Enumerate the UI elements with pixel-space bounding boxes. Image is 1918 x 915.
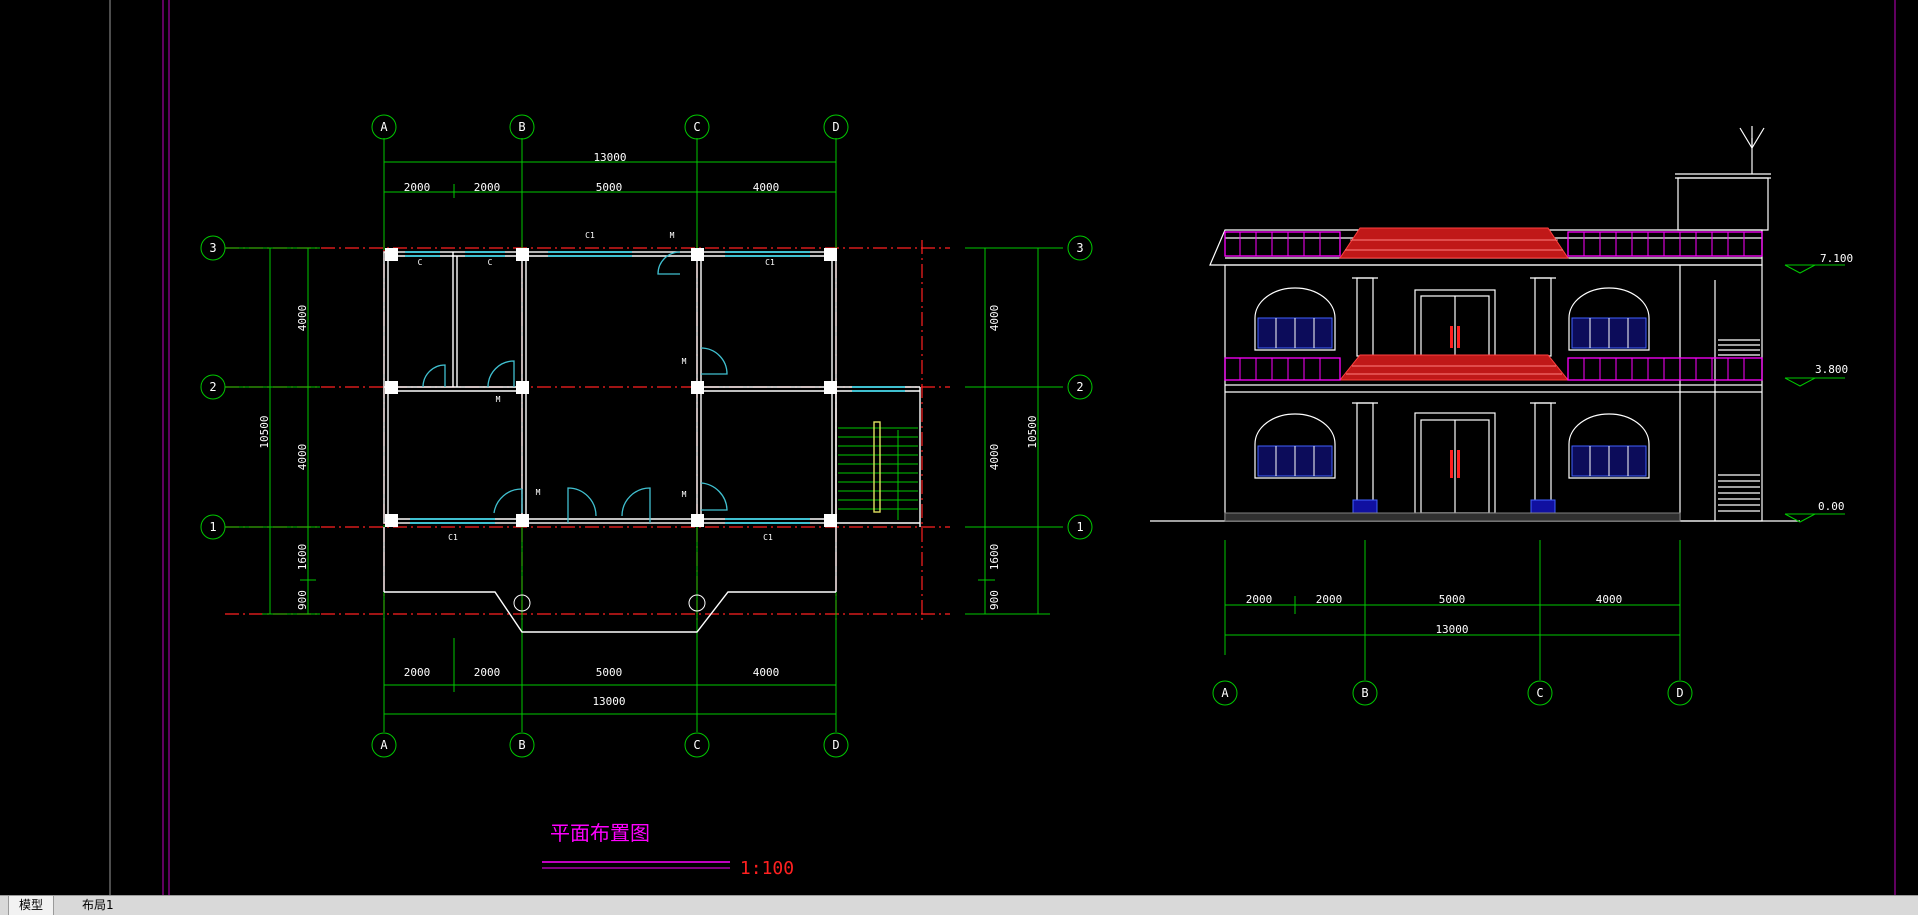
grid-label: D [832, 120, 839, 134]
plan-left-dim-4: 900 [296, 590, 309, 610]
plan-left-dim-3: 1600 [296, 544, 309, 571]
window-tag: C [488, 258, 493, 267]
grid-label: 2 [1076, 380, 1083, 394]
plan-bottom-dim-3: 5000 [596, 666, 623, 679]
grid-label: C [693, 120, 700, 134]
door-tag: M [682, 357, 687, 366]
plan-bottom-dim-2: 2000 [474, 666, 501, 679]
plan-top-total: 13000 [593, 151, 626, 164]
door-tag: M [682, 490, 687, 499]
plan-left-dim-1: 4000 [296, 305, 309, 332]
plan-left-total: 10500 [258, 415, 271, 448]
plan-doors [422, 251, 728, 523]
plan-top-dim-1: 2000 [404, 181, 431, 194]
plan-right-dim-1: 4000 [988, 305, 1001, 332]
grid-label: A [380, 738, 388, 752]
grid-label: B [518, 120, 525, 134]
door-tag: M [536, 488, 541, 497]
grid-label: C [1536, 686, 1543, 700]
level-label: 3.800 [1815, 363, 1848, 376]
plan-right-total: 10500 [1026, 415, 1039, 448]
grid-label: 2 [209, 380, 216, 394]
grid-label: 1 [1076, 520, 1083, 534]
floor-plan: 13000 2000 2000 5000 4000 2000 2000 5000… [200, 114, 1093, 879]
plan-axis-lines [225, 240, 950, 620]
plan-windows [405, 251, 905, 524]
plan-bottom-dim-4: 4000 [753, 666, 780, 679]
door-tag: M [670, 231, 675, 240]
plan-left-dim-2: 4000 [296, 444, 309, 471]
porch-columns [513, 594, 706, 612]
plan-bottom-dim-1: 2000 [404, 666, 431, 679]
window-tag: C1 [765, 258, 775, 267]
elev-dim-1: 2000 [1246, 593, 1273, 606]
plan-columns [385, 248, 837, 527]
window-tag: C1 [585, 231, 595, 240]
grid-label: D [832, 738, 839, 752]
elev-dim-4: 4000 [1596, 593, 1623, 606]
grid-label: A [1221, 686, 1229, 700]
drawing-title: 平面布置图 [550, 821, 650, 845]
grid-label: B [1361, 686, 1368, 700]
grid-label: 1 [209, 520, 216, 534]
grid-label: 3 [209, 241, 216, 255]
plan-bottom-total: 13000 [592, 695, 625, 708]
plan-right-dim-3: 1600 [988, 544, 1001, 571]
level-label: 7.100 [1820, 252, 1853, 265]
plan-right-dim-4: 900 [988, 590, 1001, 610]
grid-label: B [518, 738, 525, 752]
level-label: 0.00 [1818, 500, 1845, 513]
grid-label: A [380, 120, 388, 134]
plan-top-dim-4: 4000 [753, 181, 780, 194]
tab-layout1[interactable]: 布局1 [82, 898, 114, 912]
drawing-canvas[interactable]: 13000 2000 2000 5000 4000 2000 2000 5000… [0, 0, 1918, 895]
window-tag: C1 [448, 533, 458, 542]
plan-walls [383, 251, 921, 633]
drawing-scale: 1:100 [740, 858, 794, 879]
plan-grid-lines [225, 138, 1063, 732]
drawing-frame [109, 0, 1896, 895]
stair-handrail [873, 421, 881, 513]
front-elevation: 7.100 3.800 0.00 2000 2000 5000 4000 130… [1150, 126, 1853, 706]
elev-dim-2: 2000 [1316, 593, 1343, 606]
grid-label: C [693, 738, 700, 752]
grid-label: D [1676, 686, 1683, 700]
tab-model[interactable]: 模型 [8, 896, 55, 915]
plan-right-dim-2: 4000 [988, 444, 1001, 471]
plan-grid-bubbles [200, 114, 1093, 758]
elev-total: 13000 [1435, 623, 1468, 636]
window-tag: C [418, 258, 423, 267]
layout-tab-bar: 模型 布局1 [0, 895, 1918, 915]
elev-dim-3: 5000 [1439, 593, 1466, 606]
plan-top-dim-3: 5000 [596, 181, 623, 194]
window-tag: C1 [763, 533, 773, 542]
grid-label: 3 [1076, 241, 1083, 255]
plan-top-dim-2: 2000 [474, 181, 501, 194]
plan-stairs [838, 427, 918, 520]
door-tag: M [496, 395, 501, 404]
